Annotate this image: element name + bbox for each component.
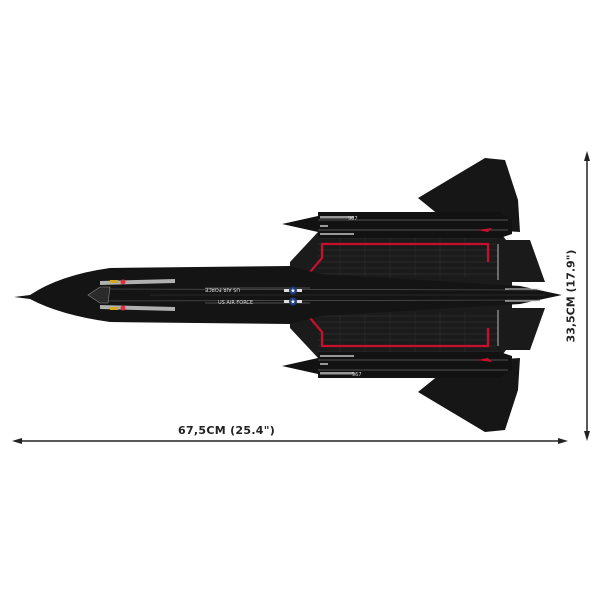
svg-text:★: ★ [290,299,295,306]
roundel-upper: ★ [284,286,302,295]
svg-text:★: ★ [290,288,295,295]
roundel-lower: ★ [284,297,302,306]
fuselage-markings: ★ ★ US AIR FORCE US AIR FORCE [205,286,310,306]
nacelle-number-upper: 967 [348,216,358,222]
length-dimension-label: 67,5CM (25.4") [178,424,276,437]
tail-section [495,240,545,350]
width-dimension-label: 33,5CM (17.9") [564,249,578,343]
fuselage [14,266,562,324]
length-dimension-line [12,438,568,444]
usaf-marking-lower: US AIR FORCE [218,300,253,306]
upper-engine-nacelle: 967 [282,212,512,238]
lower-engine-nacelle: 967 [282,352,512,378]
nacelle-number-lower: 967 [352,372,362,378]
usaf-marking-upper: US AIR FORCE [205,286,240,292]
width-dimension-line [584,151,590,441]
